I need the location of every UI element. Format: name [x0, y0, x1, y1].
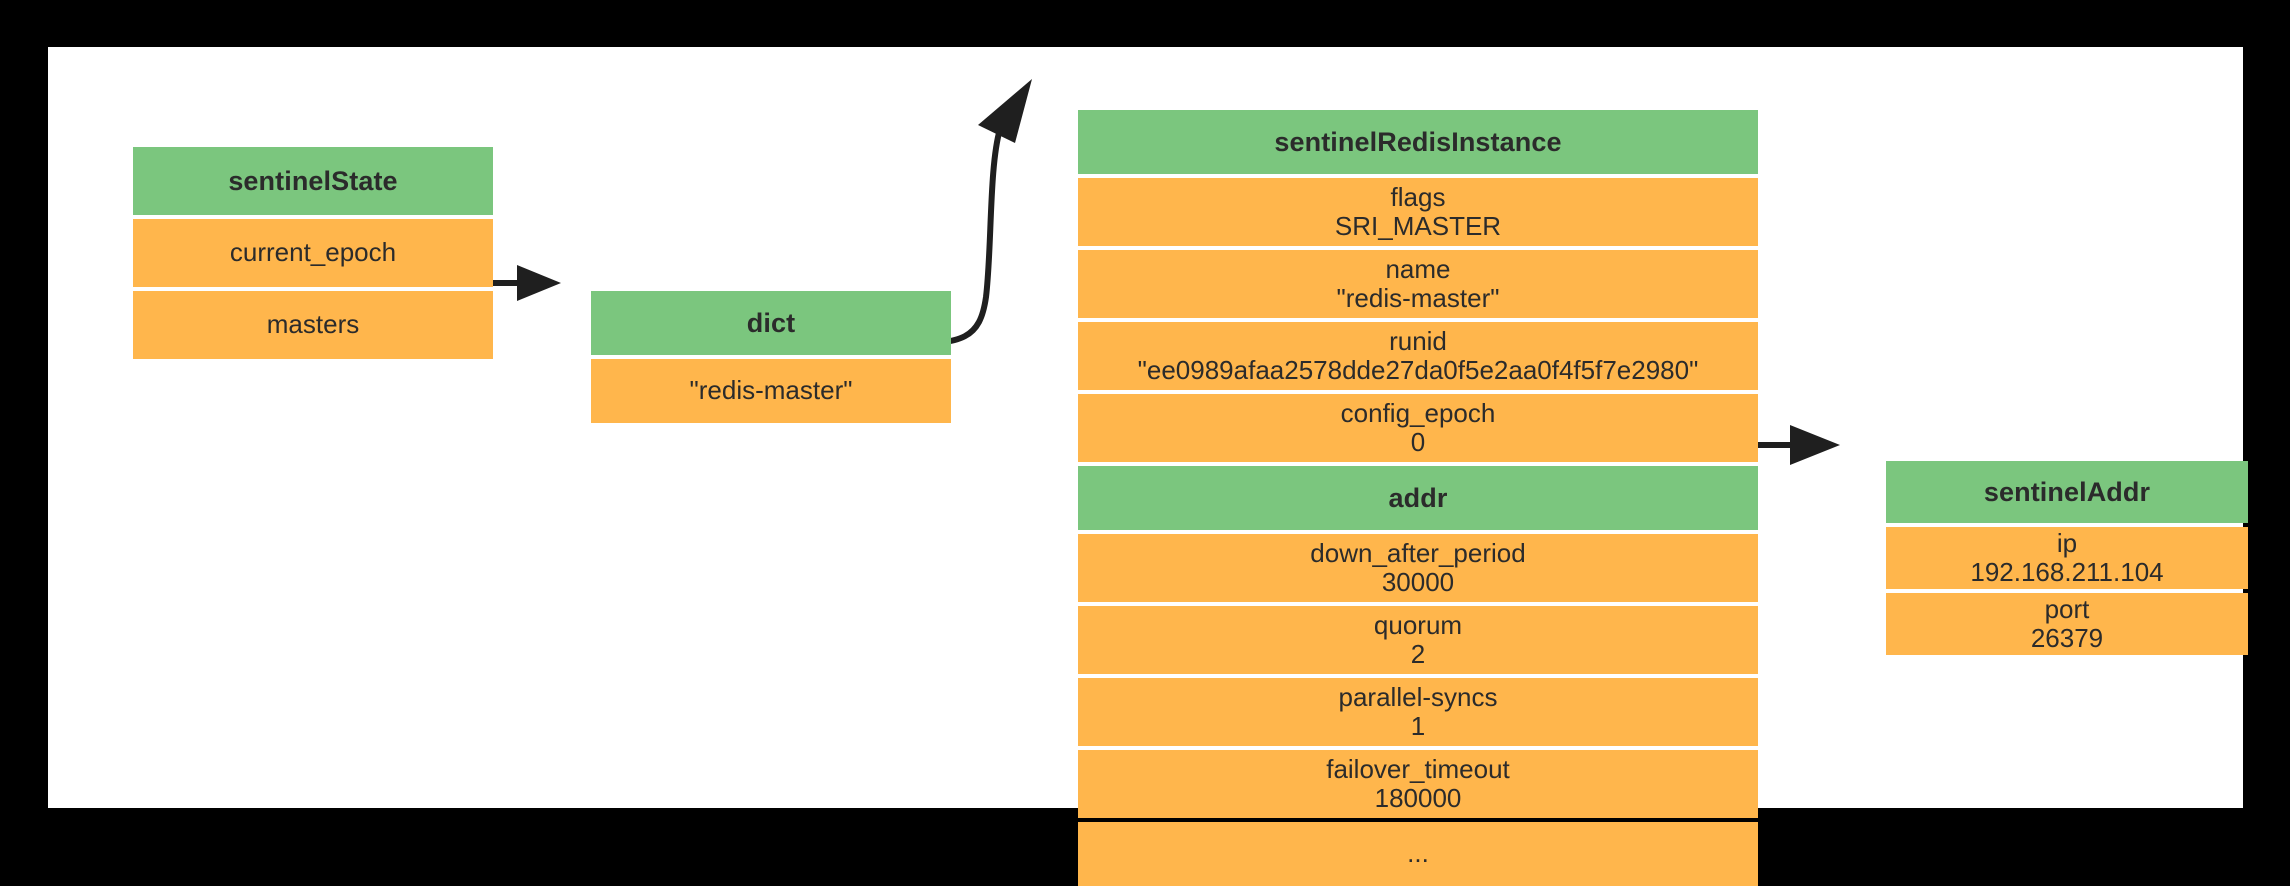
field-parallel-syncs: parallel-syncs 1 [1078, 678, 1758, 746]
node-sentinel-state-header-label: sentinelState [228, 165, 398, 196]
field-down-after-period: down_after_period 30000 [1078, 534, 1758, 602]
field-name: name "redis-master" [1078, 250, 1758, 318]
node-sentinel-addr[interactable]: sentinelAddr ip 192.168.211.104 port 263… [1886, 461, 2248, 655]
field-quorum-key: quorum [1373, 609, 1463, 640]
field-ip-value: 192.168.211.104 [1970, 557, 2164, 587]
field-dict-key-redis-master: "redis-master" [591, 359, 951, 423]
node-sentinel-redis-instance-header: sentinelRedisInstance [1078, 110, 1758, 174]
field-config-epoch-key: config_epoch [1340, 397, 1496, 428]
field-name-value: "redis-master" [1336, 283, 1500, 313]
node-sentinel-state-header: sentinelState [133, 147, 493, 215]
field-failover-timeout: failover_timeout 180000 [1078, 750, 1758, 818]
node-sentinel-redis-instance-header-label: sentinelRedisInstance [1274, 126, 1562, 157]
field-failover-timeout-key: failover_timeout [1326, 753, 1510, 784]
node-sentinel-addr-header: sentinelAddr [1886, 461, 2248, 523]
field-port: port 26379 [1886, 593, 2248, 655]
field-addr-subheader-label: addr [1388, 482, 1448, 513]
field-flags: flags SRI_MASTER [1078, 178, 1758, 246]
diagram-canvas: sentinelState current_epoch masters dict… [48, 47, 2248, 886]
field-ip: ip 192.168.211.104 [1886, 527, 2248, 589]
node-dict-header: dict [591, 291, 951, 355]
node-dict-header-label: dict [746, 307, 796, 338]
field-ip-key: ip [2056, 527, 2078, 558]
field-config-epoch: config_epoch 0 [1078, 394, 1758, 462]
field-quorum: quorum 2 [1078, 606, 1758, 674]
field-runid-value: "ee0989afaa2578dde27da0f5e2aa0f4f5f7e298… [1137, 355, 1699, 385]
field-down-after-period-value: 30000 [1381, 567, 1455, 597]
field-port-key: port [2044, 593, 2090, 624]
field-quorum-value: 2 [1410, 639, 1426, 669]
field-masters: masters [133, 291, 493, 359]
field-port-value: 26379 [2030, 623, 2104, 653]
node-sentinel-state[interactable]: sentinelState current_epoch masters [133, 147, 493, 359]
field-config-epoch-value: 0 [1410, 427, 1426, 457]
field-parallel-syncs-key: parallel-syncs [1338, 681, 1498, 712]
field-down-after-period-key: down_after_period [1310, 537, 1526, 568]
field-current-epoch-key: current_epoch [229, 237, 397, 268]
field-ellipsis-label: ... [1407, 838, 1429, 869]
field-flags-key: flags [1390, 181, 1446, 212]
field-masters-key: masters [266, 309, 360, 340]
field-runid: runid "ee0989afaa2578dde27da0f5e2aa0f4f5… [1078, 322, 1758, 390]
node-sentinel-addr-header-label: sentinelAddr [1983, 476, 2151, 507]
field-failover-timeout-value: 180000 [1374, 783, 1462, 813]
field-name-key: name [1385, 253, 1451, 284]
field-flags-value: SRI_MASTER [1334, 211, 1502, 241]
field-runid-key: runid [1389, 325, 1447, 356]
field-dict-key-redis-master-label: "redis-master" [689, 375, 853, 406]
node-dict[interactable]: dict "redis-master" [591, 291, 951, 423]
field-parallel-syncs-value: 1 [1410, 711, 1426, 741]
diagram-stage: sentinelState current_epoch masters dict… [48, 47, 2248, 886]
field-ellipsis: ... [1078, 822, 1758, 886]
node-sentinel-redis-instance[interactable]: sentinelRedisInstance flags SRI_MASTER n… [1078, 110, 1758, 886]
field-addr-subheader: addr [1078, 466, 1758, 530]
field-current-epoch: current_epoch [133, 219, 493, 287]
